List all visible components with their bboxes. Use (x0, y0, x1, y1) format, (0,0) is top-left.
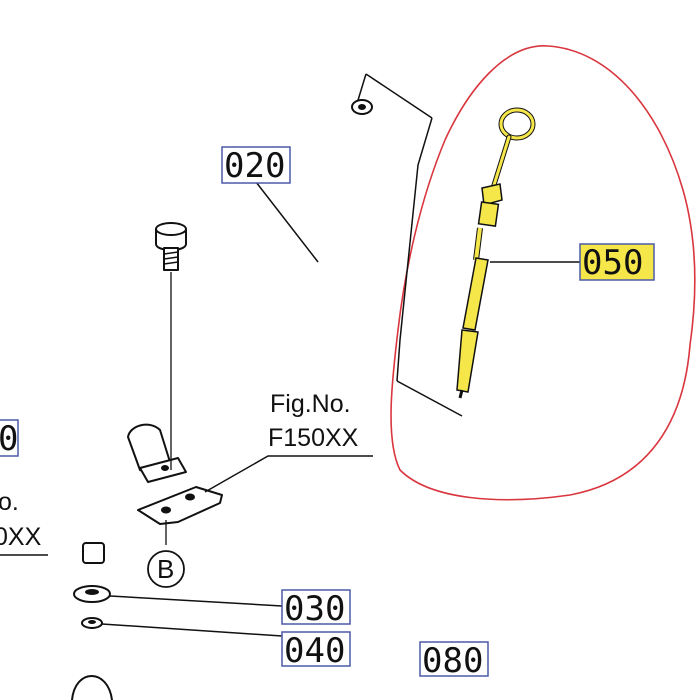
fig-ref-left-line1: o. (0, 488, 19, 516)
svg-text:040: 040 (284, 631, 345, 671)
svg-text:030: 030 (284, 589, 345, 629)
fig-ref-line2: F150XX (268, 424, 359, 452)
view-marker-b: B (147, 520, 185, 588)
callout-040: 040 (281, 631, 351, 671)
leader-030 (109, 595, 283, 607)
fig-ref-line1: Fig.No. (270, 390, 351, 418)
bracket-line-right (396, 117, 433, 382)
washer-030 (73, 585, 111, 603)
partial-part-bottom (71, 675, 113, 700)
callout-080: 080 (419, 641, 489, 681)
figref-leader (204, 455, 373, 493)
svg-text:050: 050 (582, 243, 643, 283)
callout-030: 030 (281, 589, 351, 629)
svg-text:B: B (157, 554, 174, 584)
callout-050: 050 (579, 243, 655, 283)
leader-020 (255, 181, 319, 263)
bracket-line-bottom (396, 380, 463, 417)
callout-020: 020 (221, 146, 291, 186)
mount-plate (137, 486, 223, 525)
svg-text:020: 020 (224, 146, 285, 186)
dipstick-050 (456, 107, 536, 399)
leader-040 (101, 623, 283, 637)
callout-left-partial: 0 (0, 419, 19, 459)
bolt (155, 222, 187, 470)
guide-tube-020 (82, 99, 373, 564)
bracket-line-top (365, 73, 433, 119)
svg-text:080: 080 (422, 641, 483, 681)
svg-text:0: 0 (0, 419, 18, 459)
fig-ref-left-line2: 0XX (0, 523, 42, 551)
washer-040 (81, 617, 103, 629)
red-annotation-circle (390, 45, 696, 501)
tube-clamp (127, 423, 187, 483)
